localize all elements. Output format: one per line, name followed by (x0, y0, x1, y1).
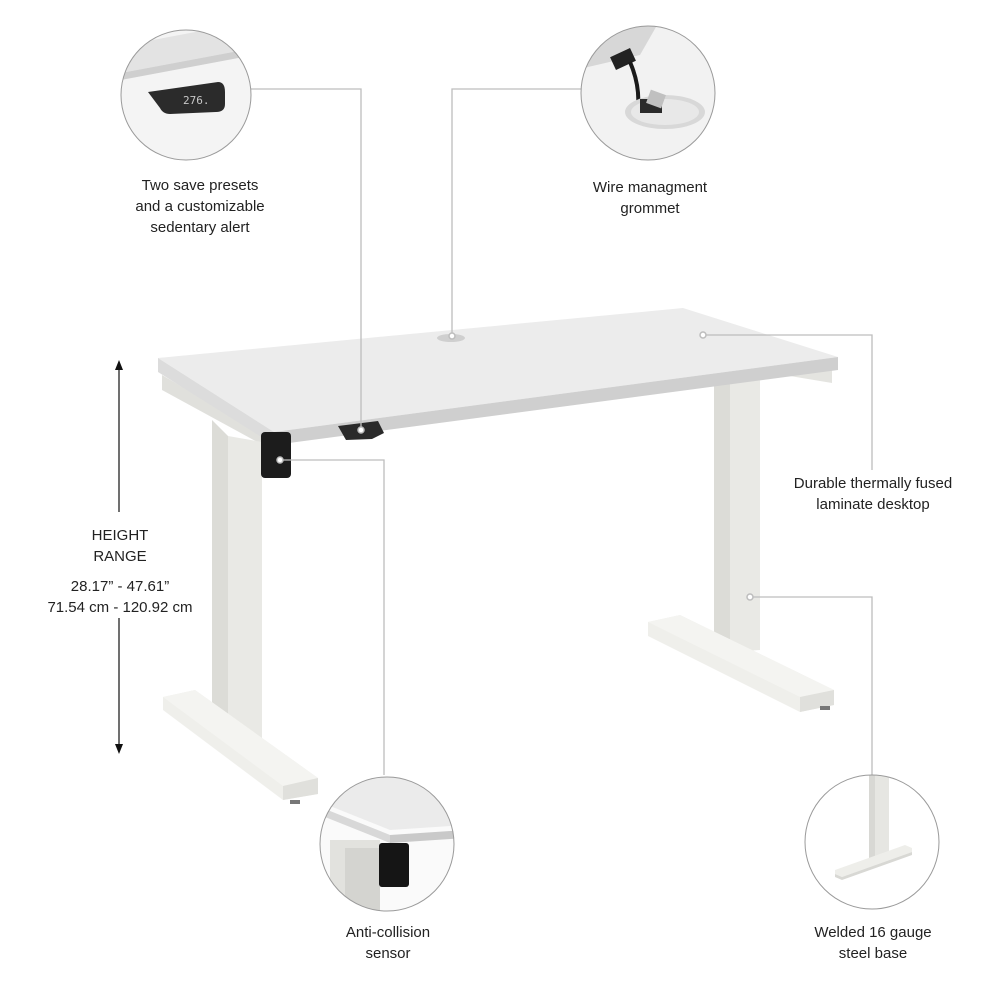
leader-lines (248, 88, 873, 775)
collision-sensor (261, 432, 291, 478)
base-caption-line-2: steel base (838, 945, 908, 962)
display-reading: 276. (183, 94, 210, 107)
presets-caption-line-3: sedentary alert (150, 219, 250, 236)
desk-top (158, 308, 838, 445)
base-detail-circle (804, 774, 940, 910)
grommet-caption-line-1: Wire managment (592, 179, 708, 196)
side-rail (162, 375, 272, 450)
presets-detail-circle: 276. (120, 29, 252, 161)
height-range-label: HEIGHT RANGE 28.17” - 47.61” 71.54 cm - … (20, 525, 220, 618)
grommet-detail-circle (580, 25, 716, 161)
base-caption-line-1: Welded 16 gauge (814, 924, 932, 941)
height-range-imperial: 28.17” - 47.61” (70, 578, 170, 595)
sensor-caption: Anti-collision sensor (318, 922, 458, 964)
sensor-caption-line-2: sensor (365, 945, 411, 962)
base-caption: Welded 16 gauge steel base (790, 922, 956, 964)
grommet-caption: Wire managment grommet (560, 177, 740, 219)
laminate-caption-line-1: Durable thermally fused (793, 475, 953, 492)
height-range-title-line-2: RANGE (93, 548, 147, 565)
left-leg (163, 420, 318, 804)
height-range-title-line-1: HEIGHT (91, 527, 149, 544)
laminate-caption: Durable thermally fused laminate desktop (770, 473, 976, 515)
height-arrow (115, 360, 123, 754)
laminate-caption-line-2: laminate desktop (816, 496, 930, 513)
callout-dots (276, 331, 754, 601)
presets-caption-line-2: and a customizable (135, 198, 265, 215)
presets-caption: Two save presets and a customizable sede… (105, 175, 295, 238)
sensor-detail-circle (319, 776, 455, 912)
sensor-caption-line-1: Anti-collision (345, 924, 431, 941)
height-range-metric: 71.54 cm - 120.92 cm (47, 599, 193, 616)
grommet-caption-line-2: grommet (620, 200, 680, 217)
presets-caption-line-1: Two save presets (141, 177, 259, 194)
right-leg (648, 378, 834, 712)
